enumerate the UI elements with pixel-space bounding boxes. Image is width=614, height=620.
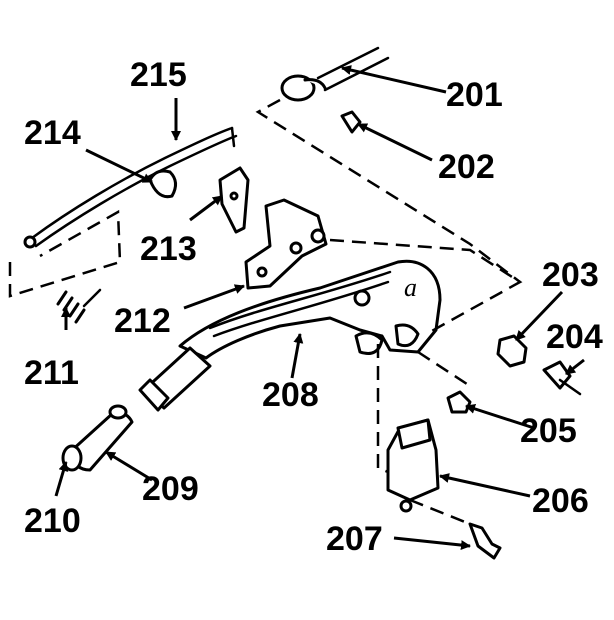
bracket-213 bbox=[218, 166, 250, 234]
screw-207 bbox=[468, 522, 502, 560]
callout-205: 205 bbox=[520, 412, 577, 450]
assembly-dashed-lines bbox=[255, 98, 523, 526]
callout-208: 208 bbox=[262, 376, 319, 414]
callout-215: 215 bbox=[130, 56, 187, 94]
callout-207: 207 bbox=[326, 520, 383, 558]
nut-205 bbox=[446, 390, 472, 414]
leader-lines bbox=[54, 65, 585, 551]
callout-204: 204 bbox=[546, 318, 603, 356]
callout-214: 214 bbox=[24, 114, 81, 152]
callout-203: 203 bbox=[542, 256, 599, 294]
pivot-mark: a bbox=[404, 273, 417, 302]
callout-202: 202 bbox=[438, 148, 495, 186]
retaining-pin-202 bbox=[340, 110, 362, 134]
callout-212: 212 bbox=[114, 302, 171, 340]
parking-brake-cable-201 bbox=[280, 46, 390, 102]
dashed-linkage-rod bbox=[8, 209, 122, 298]
callout-labels: 201 202 203 204 205 206 207 208 209 210 … bbox=[24, 56, 603, 558]
brake-lever-208: a bbox=[178, 259, 442, 360]
callout-206: 206 bbox=[532, 482, 589, 520]
clip-214 bbox=[148, 169, 177, 199]
spring-211 bbox=[56, 288, 102, 324]
callout-210: 210 bbox=[24, 502, 81, 540]
bolt-203 bbox=[496, 334, 528, 368]
callout-209: 209 bbox=[142, 470, 199, 508]
callout-213: 213 bbox=[140, 230, 197, 268]
switch-206 bbox=[386, 418, 440, 513]
callout-211: 211 bbox=[24, 354, 79, 392]
callout-201: 201 bbox=[446, 76, 503, 114]
screw-204 bbox=[542, 360, 582, 396]
bracket-212 bbox=[244, 198, 328, 290]
handle-grip bbox=[138, 346, 212, 412]
